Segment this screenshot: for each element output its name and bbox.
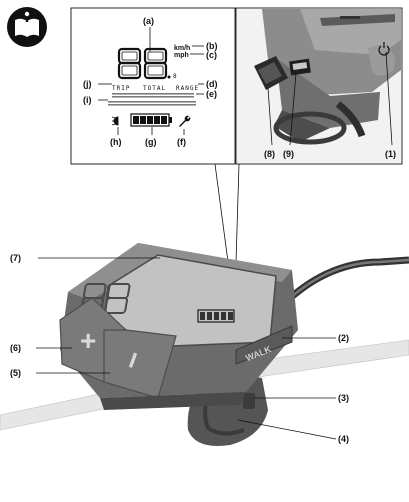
lcd-screen-detail: 8 km/h mph TRIP TOTAL RANGE [108, 45, 199, 127]
label-b: (b) [206, 41, 218, 51]
plus-button-symbol: + [80, 325, 96, 356]
speed-digits [117, 47, 168, 80]
label-g: (g) [145, 137, 157, 147]
lcd-detail-panel [70, 7, 236, 165]
label-h: (h) [110, 137, 122, 147]
label-5: (5) [10, 368, 21, 378]
panel-connector-right [235, 163, 240, 263]
dotted-segment-rows [108, 93, 196, 106]
lcd-range: RANGE [176, 85, 199, 92]
manual-book-icon [7, 7, 47, 47]
battery-indicator [130, 113, 172, 127]
device-leader-lines [36, 257, 337, 440]
usb-leader-lines [267, 51, 393, 146]
label-i: (i) [83, 95, 92, 105]
label-3: (3) [338, 393, 349, 403]
panel-connector-left [214, 163, 229, 263]
light-icon [111, 116, 119, 126]
power-icon [378, 42, 390, 56]
label-4: (4) [338, 434, 349, 444]
unit-kmh: km/h [174, 45, 190, 52]
label-9: (9) [283, 149, 294, 159]
label-j: (j) [83, 79, 92, 89]
lcd-total: TOTAL [143, 85, 166, 92]
label-1: (1) [385, 149, 396, 159]
label-6: (6) [10, 343, 21, 353]
label-2: (2) [338, 333, 349, 343]
lcd-leader-lines [98, 27, 204, 135]
decimal-digit: 8 [173, 73, 178, 80]
usb-detail-panel [235, 7, 403, 165]
label-c: (c) [206, 50, 217, 60]
unit-mph: mph [174, 52, 189, 59]
wrench-icon [179, 115, 191, 127]
label-7: (7) [10, 253, 21, 263]
label-f: (f) [177, 137, 186, 147]
device-illustration: + − WALK [0, 243, 409, 446]
label-a: (a) [143, 16, 154, 26]
label-8: (8) [264, 149, 275, 159]
label-e: (e) [206, 89, 217, 99]
label-d: (d) [206, 79, 218, 89]
lcd-trip: TRIP [112, 85, 130, 92]
